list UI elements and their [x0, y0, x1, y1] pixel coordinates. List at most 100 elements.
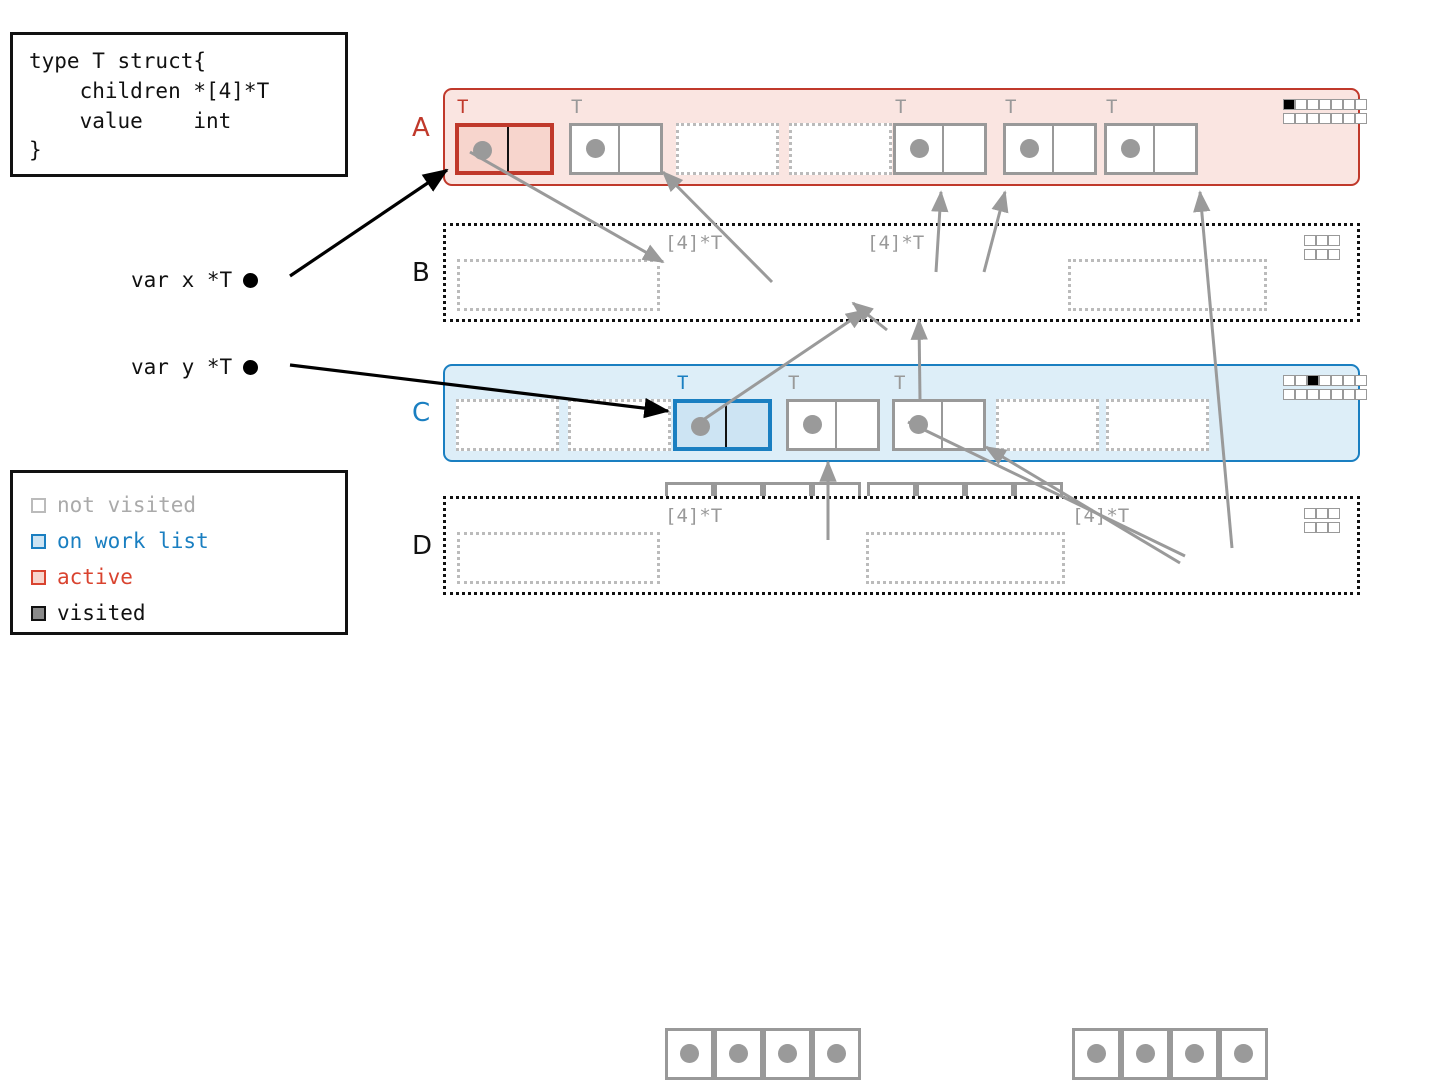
row-b-bitmap-cell-0-1 — [1316, 235, 1328, 246]
row-c-bitmap-cell-1-5 — [1343, 389, 1355, 400]
row-c-cell-3-type-tag: T — [788, 372, 800, 394]
legend-swatch-visited — [31, 605, 46, 621]
row-d-cell-2-free[interactable] — [866, 532, 1065, 584]
row-d-bitmap-row-0 — [1304, 508, 1340, 519]
legend-label-on-work-list: on work list — [57, 529, 209, 553]
row-label-d: D — [412, 531, 433, 561]
row-b-bitmap-indicator — [1304, 235, 1340, 260]
row-a-cell-4-field-divider — [942, 126, 944, 172]
row-c-bitmap-cell-0-6 — [1355, 375, 1367, 386]
row-d-array-0-slot-2[interactable] — [763, 1028, 812, 1080]
row-d-array-1-slot-0[interactable] — [1072, 1028, 1121, 1080]
row-d-array-1-slot-0-dot — [1087, 1044, 1106, 1063]
row-d-array-1-slot-3[interactable] — [1219, 1028, 1268, 1080]
row-c-cell-2-type-tag: T — [677, 372, 689, 394]
row-d-cell-0-free[interactable] — [457, 532, 660, 584]
row-d-array-0-slot-1[interactable] — [714, 1028, 763, 1080]
row-d-array-0-type-tag: [4]*T — [665, 505, 723, 527]
row-a-cell-1-type-tag: T — [571, 96, 583, 118]
row-c-bitmap-cell-0-2 — [1307, 375, 1319, 386]
row-d-array-1-slot-2[interactable] — [1170, 1028, 1219, 1080]
row-b-cell-0-free[interactable] — [457, 259, 660, 311]
row-a-bitmap-cell-0-2 — [1307, 99, 1319, 110]
row-a-cell-6[interactable] — [1104, 123, 1198, 175]
row-d-array-0[interactable] — [665, 1028, 861, 1080]
legend-item-on-work-list: on work list — [31, 523, 345, 559]
row-d-bitmap-cell-1-0 — [1304, 522, 1316, 533]
var-y-pointer-dot — [243, 359, 259, 375]
row-c-cell-4-pointer-dot — [909, 415, 928, 434]
row-d-array-1-slot-3-dot — [1234, 1044, 1253, 1063]
row-c-cell-1-free[interactable] — [568, 399, 671, 451]
row-a-cell-3-free[interactable] — [789, 123, 892, 175]
row-c-cell-2[interactable] — [673, 399, 772, 451]
legend-item-active: active — [31, 559, 345, 595]
row-a-bitmap-row-0 — [1283, 99, 1367, 110]
row-c-bitmap-cell-1-3 — [1319, 389, 1331, 400]
row-a-bitmap-cell-0-3 — [1319, 99, 1331, 110]
legend-swatch-on-work-list — [31, 533, 46, 549]
row-d-array-0-slot-3[interactable] — [812, 1028, 861, 1080]
row-b-bitmap-cell-1-2 — [1328, 249, 1340, 260]
legend-label-active: active — [57, 565, 133, 589]
row-c-cell-6-free[interactable] — [1106, 399, 1209, 451]
row-c-cell-0-free[interactable] — [456, 399, 559, 451]
row-a-cell-0[interactable] — [455, 123, 554, 175]
legend-label-not-visited: not visited — [57, 493, 197, 517]
row-c-cell-5-free[interactable] — [996, 399, 1099, 451]
row-a-cell-1[interactable] — [569, 123, 663, 175]
row-a-bitmap-cell-1-6 — [1355, 113, 1367, 124]
row-c-bitmap-cell-1-1 — [1295, 389, 1307, 400]
var-y-label: var y *T — [131, 355, 233, 379]
row-d-array-1-slot-1[interactable] — [1121, 1028, 1170, 1080]
row-a-cell-4-pointer-dot — [910, 139, 929, 158]
row-a-cell-0-field-divider — [507, 127, 509, 171]
row-c-cell-4-type-tag: T — [894, 372, 906, 394]
row-a-bitmap-indicator — [1283, 99, 1367, 124]
row-a-cell-0-pointer-dot — [473, 141, 492, 160]
row-a-bitmap-row-1 — [1283, 113, 1367, 124]
row-b-cell-3-free[interactable] — [1068, 259, 1267, 311]
row-a-bitmap-cell-0-1 — [1295, 99, 1307, 110]
row-a-cell-5[interactable] — [1003, 123, 1097, 175]
row-a-bitmap-cell-0-0 — [1283, 99, 1295, 110]
row-a-cell-6-pointer-dot — [1121, 139, 1140, 158]
row-a-cell-5-type-tag: T — [1005, 96, 1017, 118]
var-y-label-group: var y *T — [131, 355, 259, 379]
legend-item-not-visited: not visited — [31, 487, 345, 523]
row-a-bitmap-cell-0-4 — [1331, 99, 1343, 110]
row-d-array-0-slot-3-dot — [827, 1044, 846, 1063]
row-c-bitmap-cell-1-2 — [1307, 389, 1319, 400]
heap-row-d: [4]*T [4]*T — [443, 496, 1360, 1080]
row-a-cell-4[interactable] — [893, 123, 987, 175]
row-a-cell-6-field-divider — [1153, 126, 1155, 172]
row-c-cell-4[interactable] — [892, 399, 986, 451]
type-definition-code: type T struct{ children *[4]*T value int… — [29, 49, 270, 163]
row-a-bitmap-cell-1-3 — [1319, 113, 1331, 124]
row-a-bitmap-cell-1-2 — [1307, 113, 1319, 124]
heap-row-c: T T T — [443, 364, 1367, 462]
heap-row-a: T T T T T — [443, 88, 1367, 186]
row-a-cell-5-field-divider — [1052, 126, 1054, 172]
row-d-bitmap-cell-0-0 — [1304, 508, 1316, 519]
row-c-cell-3[interactable] — [786, 399, 880, 451]
row-c-bitmap-cell-0-4 — [1331, 375, 1343, 386]
row-c-bitmap-cell-0-0 — [1283, 375, 1295, 386]
row-a-cell-6-type-tag: T — [1106, 96, 1118, 118]
row-d-array-1[interactable] — [1072, 1028, 1268, 1080]
row-c-bitmap-row-1 — [1283, 389, 1367, 400]
row-c-cell-3-field-divider — [835, 402, 837, 448]
row-c-bitmap-cell-1-0 — [1283, 389, 1295, 400]
row-d-array-0-slot-0[interactable] — [665, 1028, 714, 1080]
row-a-cell-2-free[interactable] — [676, 123, 779, 175]
row-label-b: B — [412, 258, 430, 288]
row-c-bitmap-cell-1-4 — [1331, 389, 1343, 400]
legend-label-visited: visited — [57, 601, 146, 625]
row-a-cell-1-pointer-dot — [586, 139, 605, 158]
row-d-array-0-slot-2-dot — [778, 1044, 797, 1063]
var-x-label: var x *T — [131, 268, 233, 292]
row-c-bitmap-cell-0-5 — [1343, 375, 1355, 386]
row-b-bitmap-cell-1-0 — [1304, 249, 1316, 260]
row-c-cell-2-pointer-dot — [691, 417, 710, 436]
row-d-array-1-slot-2-dot — [1185, 1044, 1204, 1063]
